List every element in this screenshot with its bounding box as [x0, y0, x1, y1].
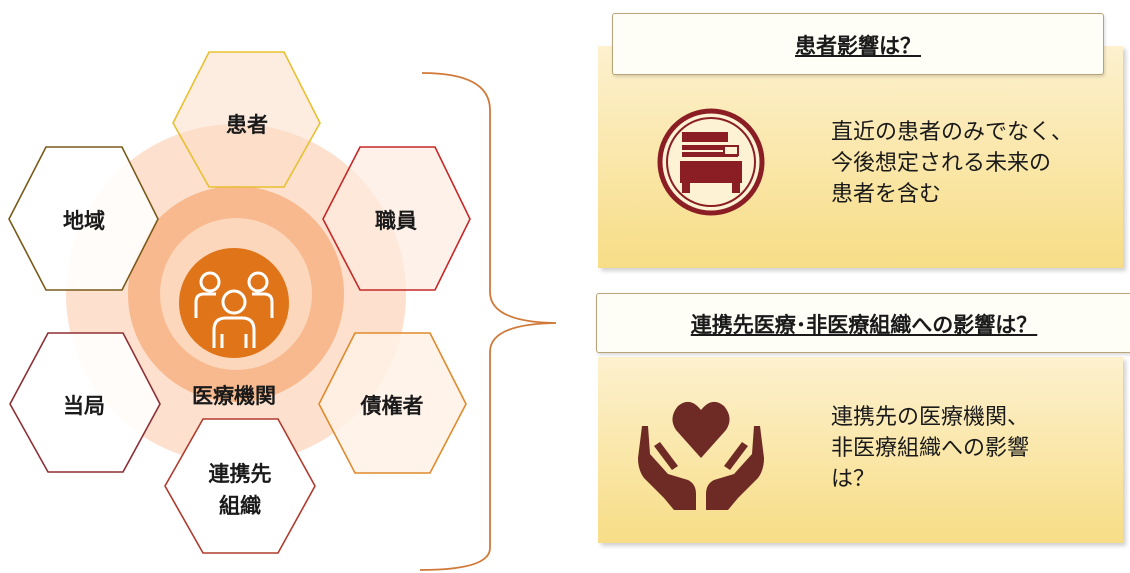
- hex-patient-label: 患者: [226, 113, 268, 137]
- hex-creditor-shape: [318, 332, 467, 474]
- hex-authority: 当局: [9, 332, 161, 473]
- hex-partner-org: 連携先 組織: [164, 418, 316, 554]
- hex-patient: 患者: [172, 51, 321, 188]
- patient-impact-description: 直近の患者のみでなく、 今後想定される未来の 患者を含む: [831, 117, 1073, 210]
- hex-partner-shape: [164, 418, 316, 554]
- grouping-brace: [419, 72, 557, 571]
- bed-icon: [657, 108, 765, 216]
- hex-creditor: 債権者: [318, 332, 467, 474]
- hex-patient-shape: [172, 51, 321, 188]
- partner-impact-panel: [598, 357, 1123, 543]
- hex-region-label: 地域: [63, 209, 105, 233]
- heart-in-hands-icon: [638, 401, 764, 510]
- patient-desc-line-2: 今後想定される未来の: [831, 151, 1052, 176]
- hex-region: 地域: [8, 146, 159, 291]
- center-label: 医療機関: [192, 384, 276, 408]
- partner-desc-line-3: は？: [831, 467, 876, 492]
- stakeholder-diagram: 患者 職員 債権者 連携先 組織 当局 地域 医療機関: [8, 51, 557, 571]
- patient-impact-title-scroll: 患者影響は？: [612, 13, 1104, 75]
- hex-partner-label-2: 組織: [219, 494, 261, 518]
- hex-partner-label-1: 連携先: [209, 462, 272, 486]
- partner-impact-title-scroll: 連携先医療･非医療組織への影響は？: [596, 293, 1130, 353]
- partner-desc-line-1: 連携先の医療機関、: [831, 405, 1030, 430]
- patient-desc-line-3: 患者を含む: [831, 182, 942, 207]
- hex-authority-label: 当局: [63, 394, 105, 418]
- people-group-icon: [179, 248, 289, 358]
- hex-region-shape: [8, 146, 159, 291]
- hex-authority-shape: [9, 332, 161, 473]
- patient-impact-title: 患者影響は？: [795, 34, 921, 58]
- hex-creditor-label: 債権者: [360, 394, 424, 418]
- hex-staff-shape: [322, 146, 471, 291]
- patient-desc-line-1: 直近の患者のみでなく、: [831, 120, 1074, 145]
- partner-impact-description: 連携先の医療機関、 非医療組織への影響 は？: [831, 402, 1029, 495]
- hex-staff-label: 職員: [375, 209, 417, 233]
- partner-impact-title: 連携先医療･非医療組織への影響は？: [690, 313, 1038, 337]
- hex-staff: 職員: [322, 146, 471, 291]
- partner-desc-line-2: 非医療組織への影響: [831, 436, 1030, 461]
